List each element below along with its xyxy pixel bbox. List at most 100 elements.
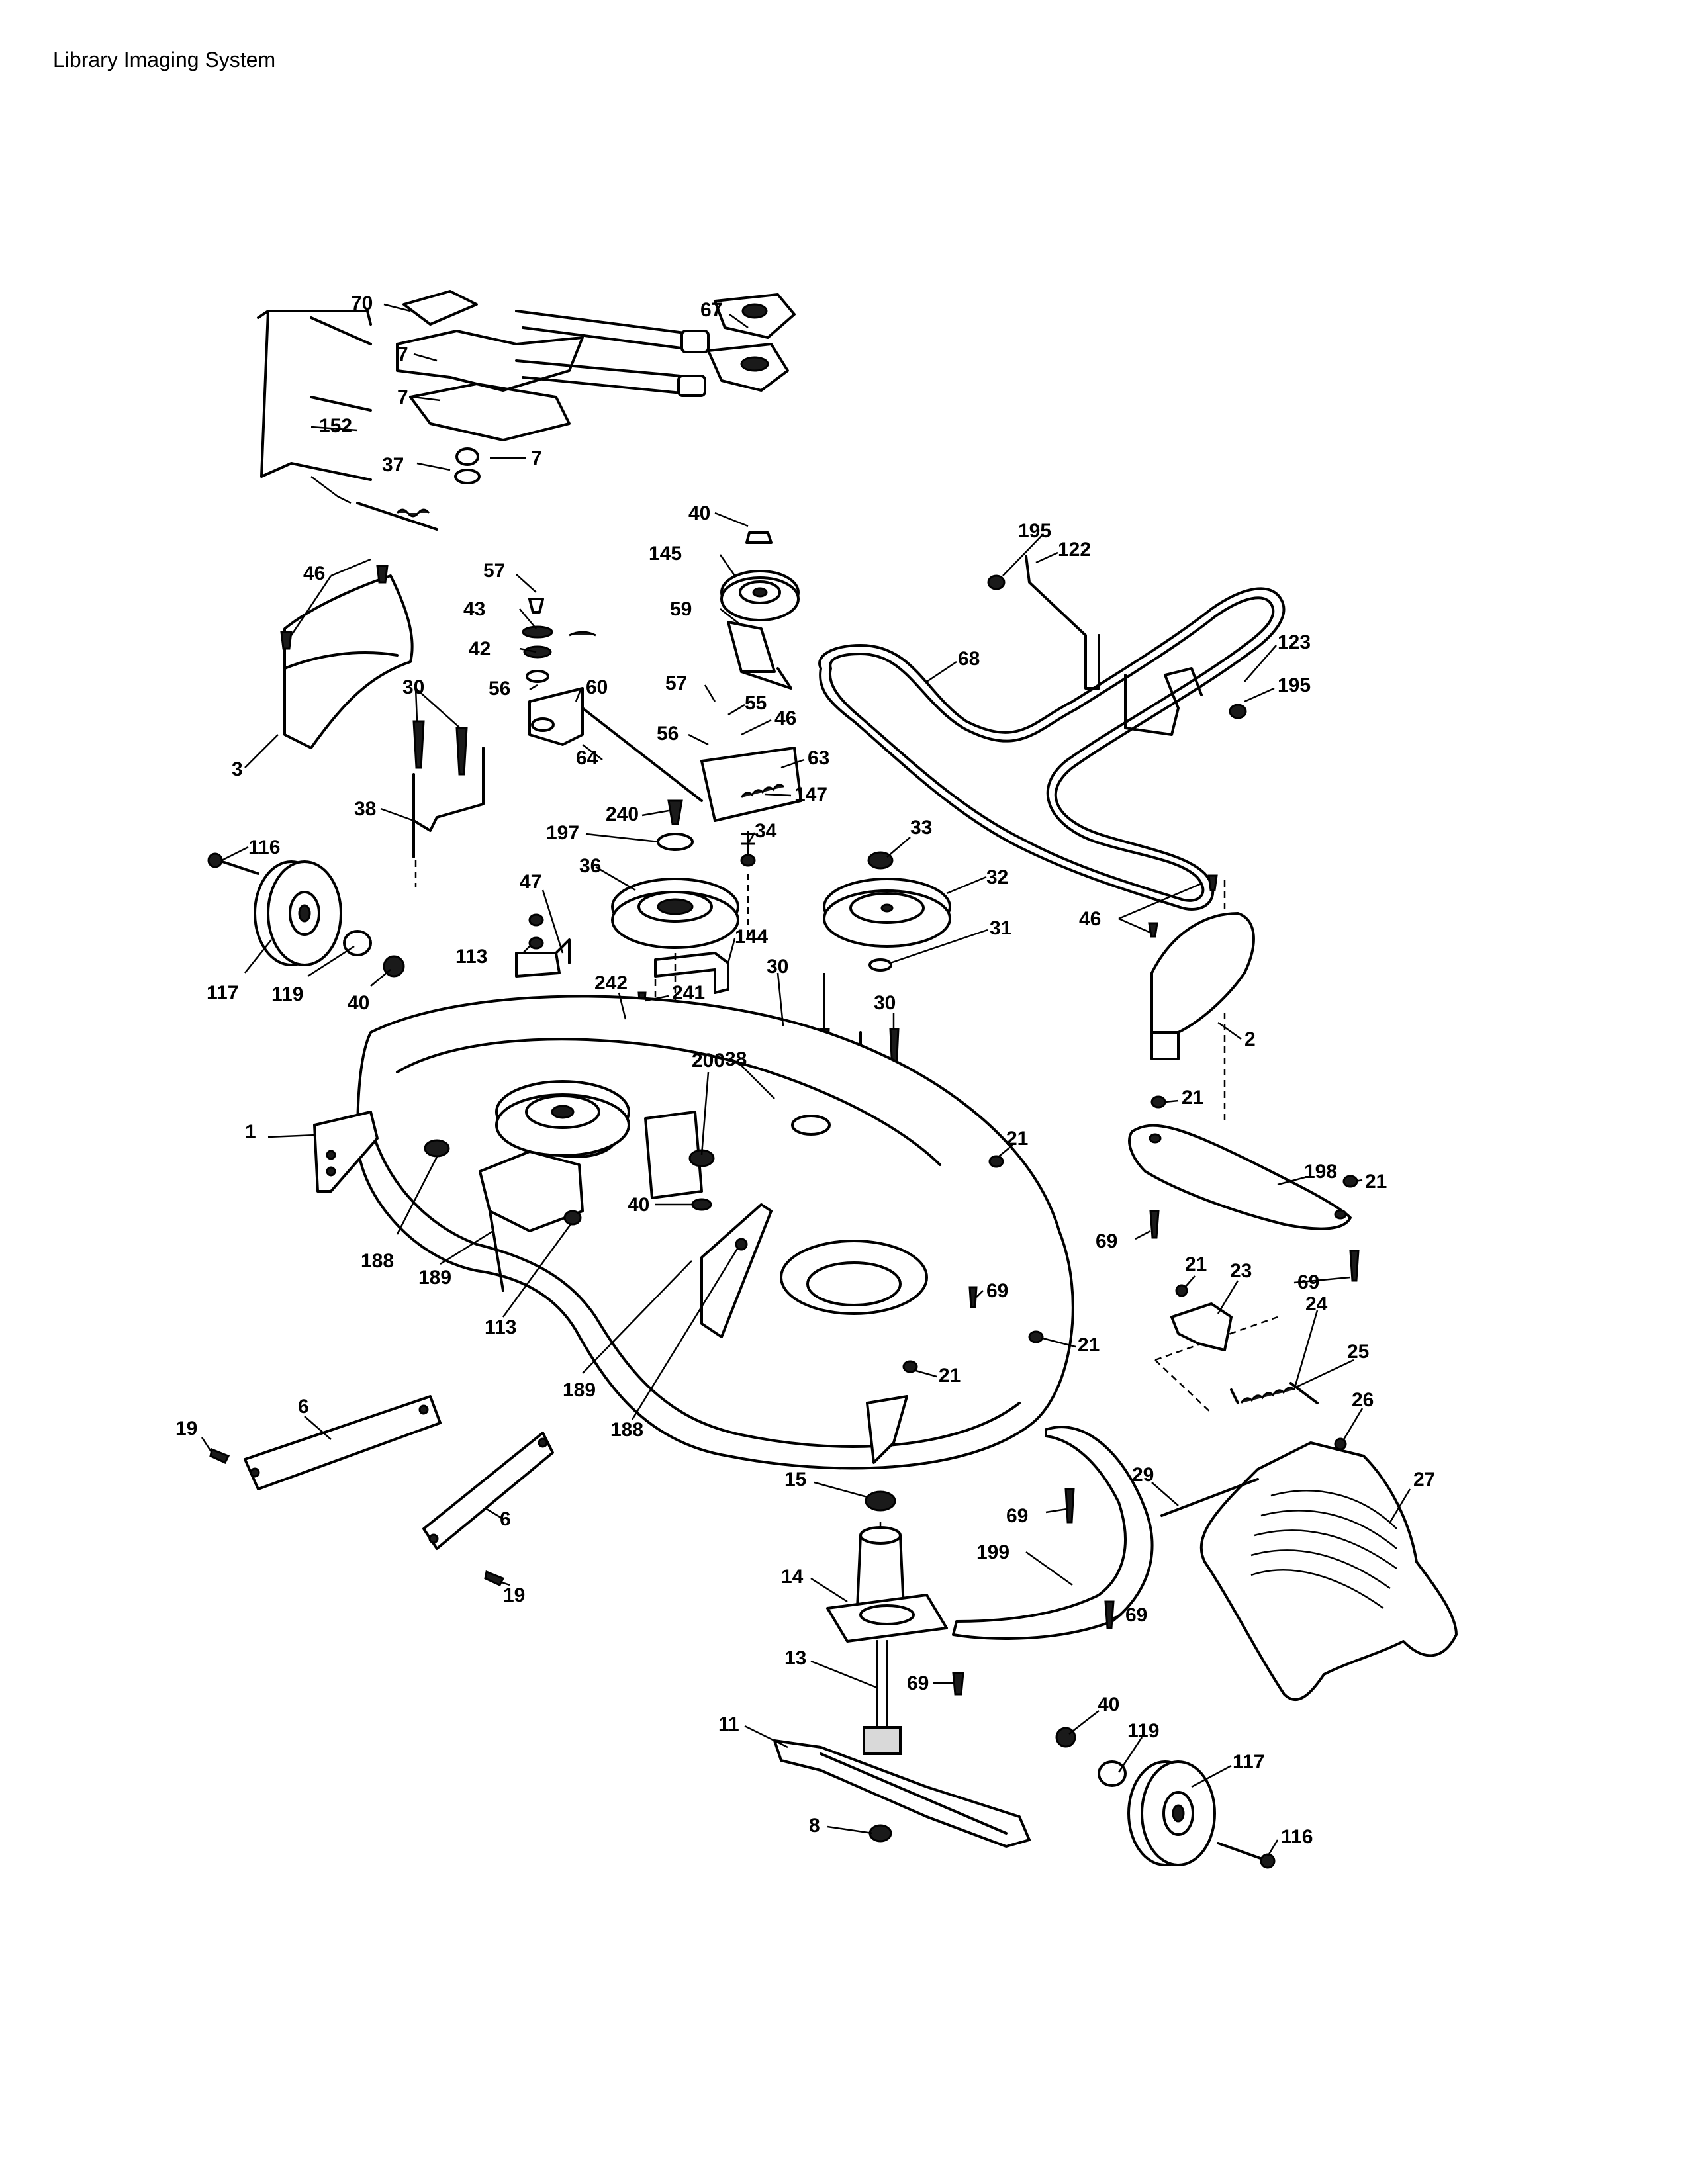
spindle-assembly <box>826 1490 948 1843</box>
part-label: 122 <box>1058 539 1091 561</box>
part-label: 188 <box>610 1419 643 1441</box>
part-label: 64 <box>576 747 598 769</box>
part-label: 14 <box>781 1566 804 1588</box>
part-label: 8 <box>809 1815 820 1837</box>
part-label: 113 <box>485 1316 516 1338</box>
part-label: 60 <box>586 676 608 698</box>
part-label: 197 <box>546 822 579 844</box>
bracket-1 <box>313 1111 379 1193</box>
nut-33 <box>867 851 894 870</box>
part-label: 40 <box>628 1194 649 1216</box>
wheel-bracket-6-left <box>209 1395 442 1490</box>
part-label: 21 <box>939 1365 961 1387</box>
part-label: 21 <box>1078 1334 1100 1356</box>
bolt-240 <box>667 799 683 825</box>
plate-200 <box>644 1111 715 1211</box>
deflector-199 <box>952 1426 1154 1640</box>
part-label: 27 <box>1413 1469 1435 1490</box>
nut-26 <box>1334 1437 1347 1451</box>
part-label: 123 <box>1278 631 1311 653</box>
part-label: 119 <box>271 983 303 1005</box>
part-label: 7 <box>397 343 408 365</box>
knob-covers <box>707 293 796 392</box>
part-label: 67 <box>700 299 722 321</box>
nut-21-d <box>1150 1095 1166 1109</box>
nut-21-a <box>988 1155 1004 1168</box>
part-label: 38 <box>725 1048 747 1070</box>
part-label: 200 <box>692 1050 725 1071</box>
washer-31 <box>868 958 892 972</box>
part-label: 119 <box>1127 1720 1159 1742</box>
part-label: 40 <box>1098 1694 1119 1715</box>
part-label: 69 <box>1096 1230 1117 1252</box>
spring-25 <box>1230 1382 1319 1404</box>
part-label: 188 <box>361 1250 394 1272</box>
part-label: 38 <box>354 798 376 820</box>
deck-front-bracket <box>866 1395 908 1464</box>
part-label: 25 <box>1347 1341 1369 1363</box>
part-label: 56 <box>657 723 679 745</box>
part-label: 144 <box>735 926 768 948</box>
part-label: 242 <box>594 972 628 994</box>
nut-113 <box>563 1210 582 1226</box>
rod-38-left <box>412 747 485 887</box>
part-label: 46 <box>774 707 796 729</box>
part-label: 19 <box>503 1584 525 1606</box>
part-label: 55 <box>745 692 767 714</box>
part-label: 21 <box>1185 1253 1207 1275</box>
part-label: 68 <box>958 648 980 670</box>
part-label: 6 <box>500 1508 511 1530</box>
bracket-47 <box>515 913 571 978</box>
idler-bracket-59 <box>727 621 792 690</box>
part-label: 32 <box>986 866 1008 888</box>
bolt-69-a <box>1149 1210 1160 1239</box>
part-label: 241 <box>672 982 705 1004</box>
part-label: 46 <box>303 563 325 584</box>
bolt-69-deck <box>968 1286 978 1308</box>
shield-2 <box>1148 874 1255 1060</box>
part-label: 69 <box>1006 1505 1028 1527</box>
pulley-32 <box>823 878 951 948</box>
part-label: 26 <box>1352 1389 1374 1411</box>
part-label: 195 <box>1018 520 1051 542</box>
part-label: 34 <box>755 820 777 842</box>
blade-11 <box>773 1739 1031 1848</box>
part-label: 21 <box>1006 1128 1028 1150</box>
part-label: 57 <box>665 672 687 694</box>
part-label: 116 <box>1281 1826 1313 1848</box>
idler-arm-60 <box>528 687 802 822</box>
part-label: 11 <box>718 1713 739 1735</box>
part-labels: 70 67 7 7 152 37 7 40 145 59 195 122 123… <box>175 293 1435 1848</box>
wheel-assembly-left <box>207 852 405 978</box>
part-label: 37 <box>382 454 404 476</box>
part-label: 30 <box>402 676 424 698</box>
part-label: 117 <box>207 982 238 1004</box>
part-label: 69 <box>986 1280 1008 1302</box>
part-label: 3 <box>232 758 243 780</box>
part-label: 46 <box>1079 908 1101 930</box>
spring-147 <box>740 784 785 867</box>
bracket-189-right <box>700 1203 773 1338</box>
belt-guide-rods <box>987 555 1247 736</box>
part-label: 69 <box>1125 1604 1147 1626</box>
part-label: 23 <box>1230 1260 1252 1282</box>
part-label: 195 <box>1278 674 1311 696</box>
part-label: 1 <box>245 1121 256 1143</box>
deck-pulley <box>495 1080 630 1157</box>
part-label: 6 <box>298 1396 309 1418</box>
part-label: 56 <box>489 678 510 700</box>
part-label: 113 <box>455 946 487 968</box>
bushing-188-left <box>424 1139 450 1158</box>
part-label: 2 <box>1244 1028 1256 1050</box>
baffle-198 <box>1128 1124 1352 1230</box>
part-label: 29 <box>1132 1464 1154 1486</box>
bolts-30-left <box>412 720 468 776</box>
part-label: 147 <box>794 784 827 805</box>
washer-197 <box>657 833 694 851</box>
part-label: 40 <box>688 502 710 524</box>
part-label: 7 <box>397 387 408 408</box>
page-header-title: Library Imaging System <box>53 48 276 71</box>
part-label: 57 <box>483 560 505 582</box>
nut-21-e <box>1342 1175 1358 1188</box>
